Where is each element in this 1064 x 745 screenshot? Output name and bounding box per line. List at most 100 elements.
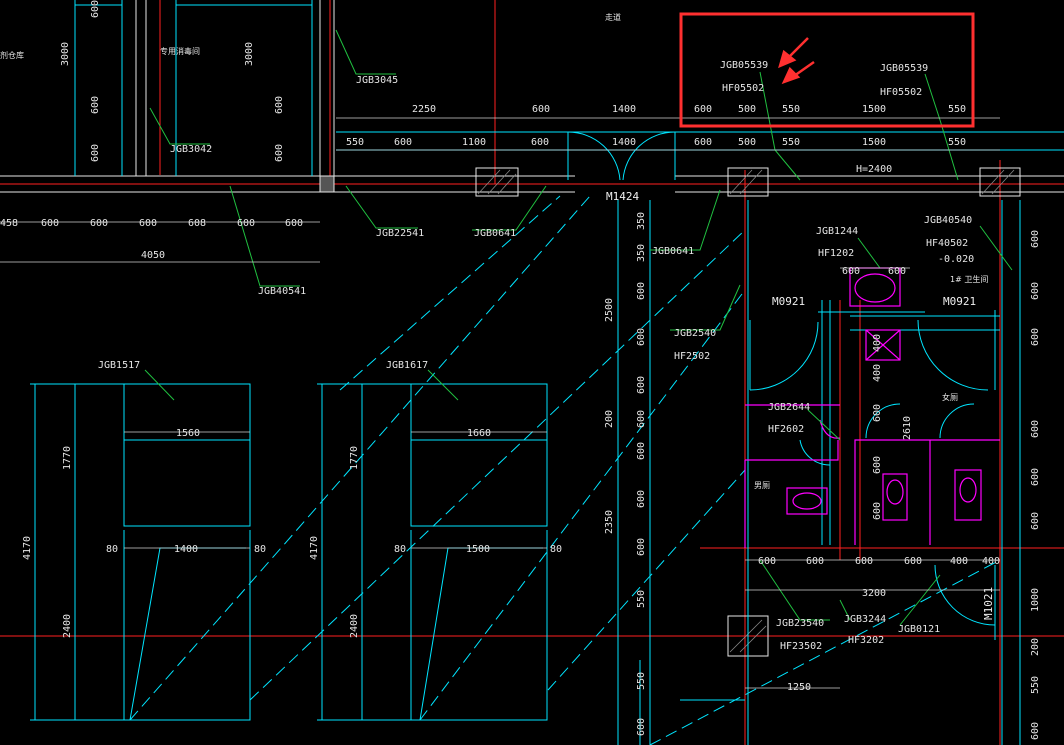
dim-mid-0: 350 [636,212,647,230]
dim-left-total: 4050 [141,250,165,261]
dim-left-0: 458 [0,218,18,229]
dim-toilet-4: 600 [872,502,883,520]
room-label-female: 女厕 [942,392,958,402]
callout-jgb1517: JGB1517 [98,360,140,371]
dim-h1770-a: 1770 [62,446,73,470]
dim-mid-6: 200 [604,410,615,428]
dim-leftvert-2: 600 [90,96,101,114]
dim-bottom-2: 600 [855,556,873,567]
dim-second-6: 500 [738,137,756,148]
dim-sink-0: 600 [842,266,860,277]
dim-80-b: 80 [254,544,266,555]
leader-lines [144,29,1013,626]
dim-mid-5: 600 [636,410,647,428]
dim-bottom-0: 600 [758,556,776,567]
dim-second-4: 1400 [612,137,636,148]
dim-top-0: 2250 [412,104,436,115]
dim-toilet-0: 400 [872,334,883,352]
dim-sink-1: 600 [888,266,906,277]
callout-jgb3244: JGB3244 [844,614,886,625]
dim-bottom-4: 400 [950,556,968,567]
callout-hf2602: HF2602 [768,424,804,435]
dim-left-1: 600 [41,218,59,229]
dim-80-c: 80 [394,544,406,555]
dim-leftvertb-1: 600 [274,96,285,114]
diagonal-dashes [129,195,1001,745]
callout-hf1202: HF1202 [818,248,854,259]
dim-right-1: 600 [1030,282,1041,300]
dim-leftvertb-0: 3000 [244,42,255,66]
arrow-icon [778,37,815,85]
door-label-m1424: M1424 [606,190,639,203]
callout-hf05502-b: HF05502 [880,87,922,98]
walls [0,0,1064,657]
dim-h2400-a: 2400 [62,614,73,638]
dim-right-0: 600 [1030,230,1041,248]
callout-jgb40541: JGB40541 [258,286,306,297]
dim-w1400: 1400 [174,544,198,555]
door-label-m0921-right: M0921 [943,295,976,308]
dim-second-1: 600 [394,137,412,148]
dim-second-7: 550 [782,137,800,148]
callout-level: -0.020 [938,254,974,265]
dim-w1560: 1560 [176,428,200,439]
callout-hf2502: HF2502 [674,351,710,362]
dim-top-2: 1400 [612,104,636,115]
dim-second-0: 550 [346,137,364,148]
dim-top-1: 600 [532,104,550,115]
dim-top-4: 500 [738,104,756,115]
dim-toilet-2: 600 [872,404,883,422]
dim-w1500: 1500 [466,544,490,555]
room-label-left: 剂仓库 [0,50,24,60]
dim-bottom-1: 600 [806,556,824,567]
dim-second-9: 550 [948,137,966,148]
callout-jgb23540: JGB23540 [776,618,824,629]
dim-left-2: 600 [90,218,108,229]
callout-jgb0641-a: JGB0641 [474,228,516,239]
dim-top-3: 600 [694,104,712,115]
dim-right-3: 600 [1030,420,1041,438]
dim-h4170-a: 4170 [22,536,33,560]
callout-jgb1244: JGB1244 [816,226,858,237]
door-label-m0921-left: M0921 [772,295,805,308]
dim-right-4: 600 [1030,468,1041,486]
room-label-corridor: 走道 [605,12,621,22]
dimension-lines [0,117,1000,689]
dim-top-5: 550 [782,104,800,115]
door-label-m1021: M1021 [982,587,995,620]
dim-right-5: 600 [1030,512,1041,530]
dim-total-3200: 3200 [862,588,886,599]
callout-jgb05539-a: JGB05539 [720,60,768,71]
dim-h4170-b: 4170 [309,536,320,560]
room-label-toilet-1f: 1# 卫生间 [950,274,988,284]
dim-leftvert-1: 3000 [60,42,71,66]
dim-mid-9: 600 [636,538,647,556]
dim-bottomleft-0: 550 [636,672,647,690]
dim-bottom-3: 600 [904,556,922,567]
dim-right-9: 600 [1030,722,1041,740]
dim-1250: 1250 [787,682,811,693]
dim-h1770-b: 1770 [349,446,360,470]
dim-mid-4: 600 [636,376,647,394]
dim-right-7: 200 [1030,638,1041,656]
dim-leftvert-3: 600 [90,144,101,162]
dim-top-7: 550 [948,104,966,115]
dim-leftvertb-2: 600 [274,144,285,162]
dim-80-d: 80 [550,544,562,555]
dim-v2610: 2610 [902,416,913,440]
dim-right-8: 550 [1030,676,1041,694]
callout-h2400: H=2400 [856,164,892,175]
callout-jgb2540: JGB2540 [674,328,716,339]
sanitary-fixtures [744,267,1000,548]
dim-toilet-3: 600 [872,456,883,474]
room-label-male: 男厕 [754,481,770,490]
callout-jgb1617: JGB1617 [386,360,428,371]
dim-h2400-b: 2400 [349,614,360,638]
callout-jgb40540: JGB40540 [924,215,972,226]
callout-jgb22541: JGB22541 [376,228,424,239]
dim-v2500: 2500 [604,298,615,322]
dim-second-3: 600 [531,137,549,148]
dim-mid-8: 600 [636,490,647,508]
